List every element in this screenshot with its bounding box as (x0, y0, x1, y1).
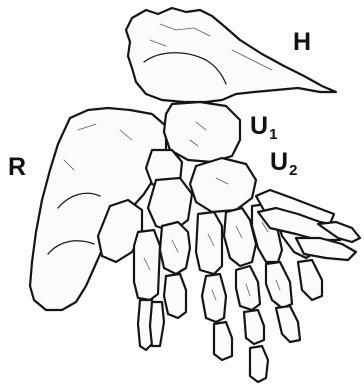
label-humerus: H (293, 30, 311, 55)
ulnare-2-bone (190, 158, 256, 212)
label-ulnare-2: U2 (270, 150, 297, 175)
label-ulnare-1: U1 (250, 114, 277, 139)
label-radius: R (8, 155, 26, 180)
digit-column-2 (160, 222, 190, 318)
